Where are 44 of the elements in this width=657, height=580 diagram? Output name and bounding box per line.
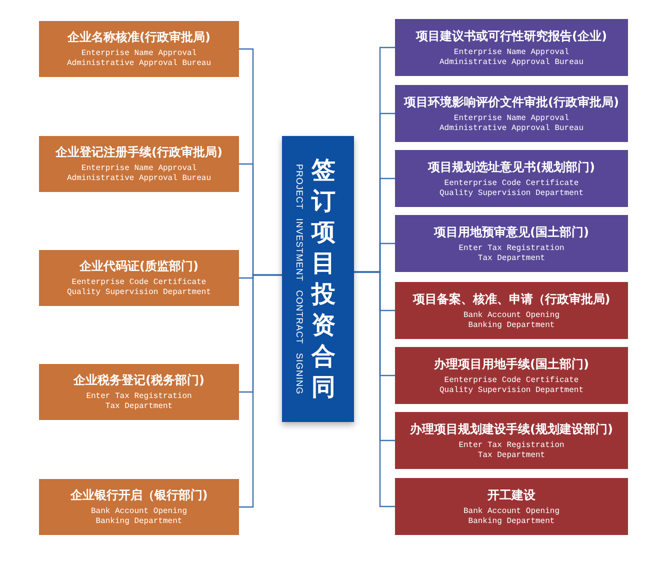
title-banner: [282, 136, 354, 422]
process-box: [39, 479, 239, 535]
box-description: Eenterprise Code Certificate Quality Supervision Department: [438, 178, 585, 198]
process-box: [39, 136, 239, 192]
box-heading: 企业银行开启（银行部门): [70, 487, 208, 503]
box-heading: 项目规划选址意见书(规划部门): [428, 158, 595, 174]
connector-line: [354, 271, 395, 508]
box-heading: 企业登记注册手续(行政审批局): [56, 144, 222, 160]
box-heading: 项目备案、核准、申请（行政审批局): [412, 290, 610, 306]
box-description: Enterprise Name Approval Administrative Approval Bureau: [66, 49, 212, 69]
process-box: [395, 150, 628, 207]
process-box: [395, 412, 628, 469]
process-box: [39, 250, 239, 306]
box-description: Bank Account Opening Banking Department: [90, 507, 188, 527]
process-box: [395, 347, 628, 404]
box-description: Enterprise Name Approval Administrative Approval Bureau: [66, 164, 212, 184]
process-box: [395, 19, 628, 76]
box-heading: 开工建设: [488, 486, 536, 502]
box-description: Enter Tax Registration Tax Department: [458, 244, 566, 264]
process-box: [39, 21, 239, 77]
box-description: Enterprise Name Approval Administrative Approval Bureau: [438, 114, 585, 134]
box-description: Eenterprise Code Certificate Quality Supervision Department: [66, 278, 212, 298]
process-box: [395, 478, 628, 535]
box-heading: 办理项目用地手续(国土部门): [434, 356, 589, 372]
box-heading: 企业名称核准(行政审批局): [68, 29, 210, 45]
box-description: Bank Account Opening Banking Department: [462, 310, 560, 330]
box-description: Eenterprise Code Certificate Quality Supervision Department: [438, 376, 585, 396]
process-box: [39, 364, 239, 420]
box-heading: 企业代码证(质监部门): [80, 258, 198, 274]
box-description: Enter Tax Registration Tax Department: [458, 440, 566, 460]
box-heading: 项目用地预审意见(国土部门): [434, 224, 589, 240]
banner-subtitle: PROJECT INVESTMENT CONTRACT SIGNING: [294, 164, 304, 394]
process-box: [395, 85, 628, 142]
box-description: Bank Account Opening Banking Department: [462, 506, 560, 526]
connector-line: [239, 274, 282, 508]
banner-title: 签订项目投资合同: [310, 155, 336, 403]
box-heading: 企业税务登记(税务部门): [74, 372, 204, 388]
process-box: [395, 215, 628, 272]
box-description: Enter Tax Registration Tax Department: [85, 392, 193, 412]
box-heading: 办理项目规划建设手续(规划建设部门): [410, 420, 613, 436]
box-heading: 项目环境影响评价文件审批(行政审批局): [404, 94, 619, 110]
process-box: [395, 282, 628, 339]
box-description: Enterprise Name Approval Administrative Approval Bureau: [438, 48, 585, 68]
box-heading: 项目建议书或可行性研究报告(企业): [416, 28, 607, 44]
